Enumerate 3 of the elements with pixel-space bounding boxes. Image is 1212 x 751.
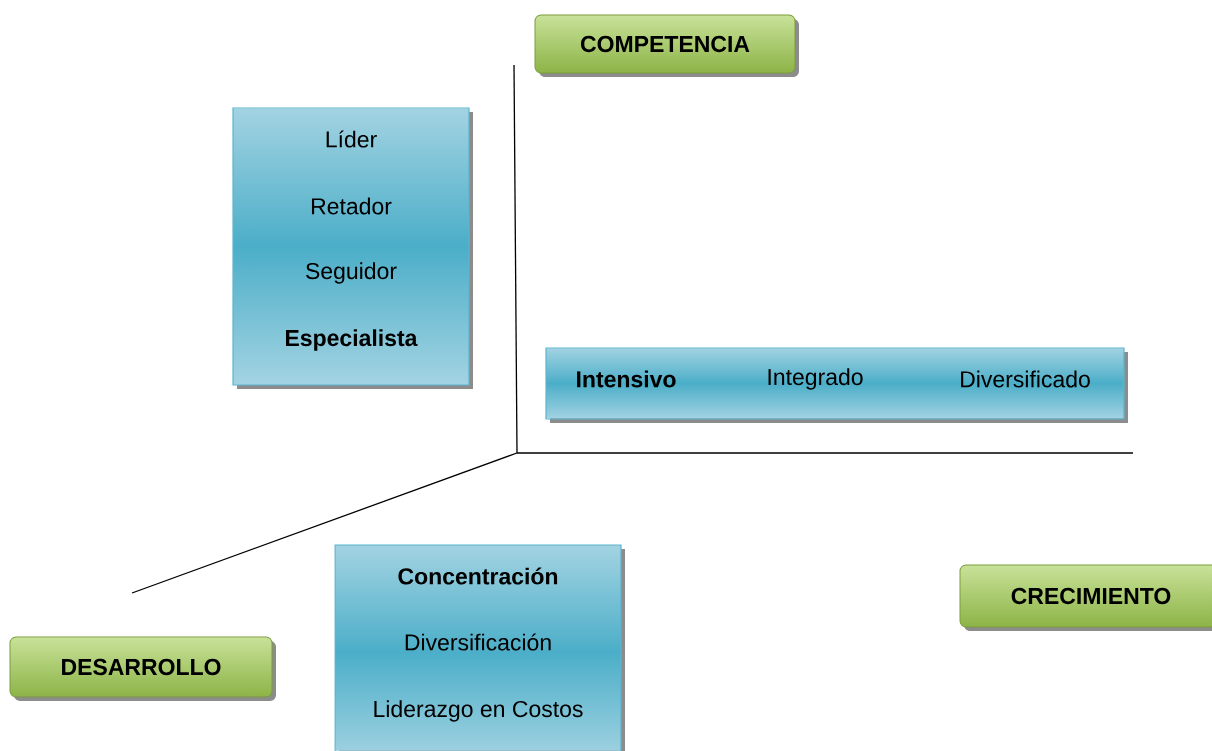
label-tab: DESARROLLO — [9, 636, 276, 701]
label-tab: COMPETENCIA — [534, 14, 799, 77]
label-tab: CRECIMIENTO — [959, 564, 1212, 631]
